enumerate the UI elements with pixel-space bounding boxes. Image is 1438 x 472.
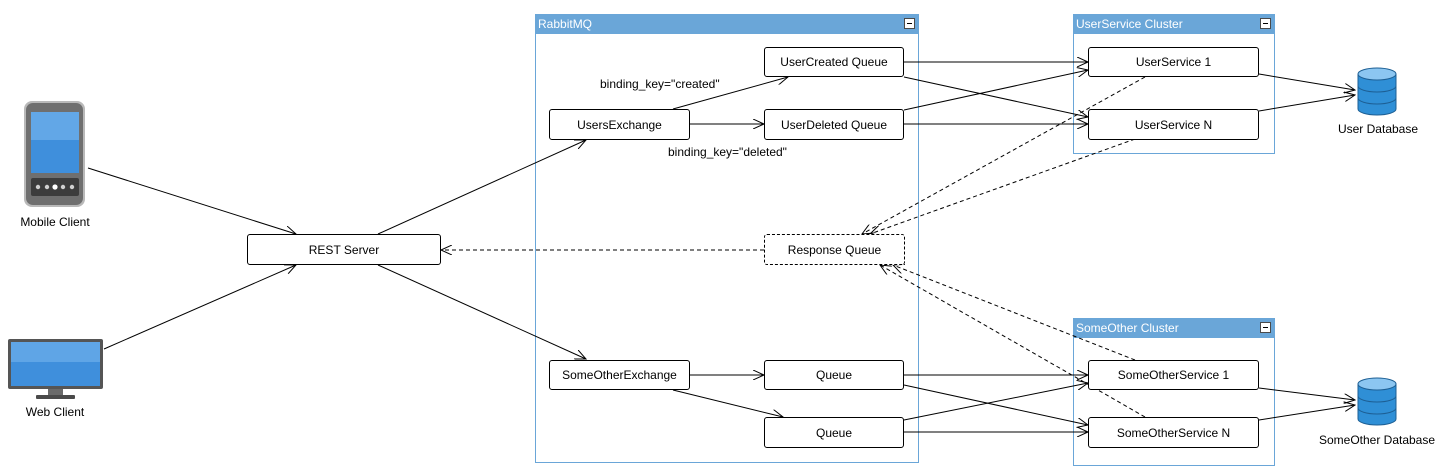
someother-cluster-collapse-button[interactable] <box>1260 322 1271 333</box>
someotherservice-n-label: SomeOtherService N <box>1116 425 1231 440</box>
users-exchange-label: UsersExchange <box>577 117 662 132</box>
edge-usercreated-to-userservicen <box>903 76 1088 117</box>
user-database-icon <box>1357 67 1397 116</box>
someother-database-icon <box>1357 377 1397 426</box>
userdeleted-queue-node[interactable]: UserDeleted Queue <box>764 109 904 140</box>
someotherservice-n-node[interactable]: SomeOtherService N <box>1088 417 1259 448</box>
edge-queue1-to-someotherservicen <box>903 384 1088 425</box>
someotherservice-1-node[interactable]: SomeOtherService 1 <box>1088 360 1259 390</box>
response-queue-node[interactable]: Response Queue <box>764 234 905 265</box>
edge-mobile-to-rest <box>87 167 296 234</box>
userdeleted-queue-label: UserDeleted Queue <box>780 117 888 132</box>
queue-node-1[interactable]: Queue <box>764 360 904 390</box>
userservice-cluster-header: UserService Cluster <box>1074 15 1274 34</box>
rabbitmq-container-title: RabbitMQ <box>538 17 593 31</box>
user-database-caption: User Database <box>1337 122 1419 136</box>
mobile-client-caption: Mobile Client <box>20 215 90 229</box>
userservice-cluster-collapse-button[interactable] <box>1260 18 1271 29</box>
users-exchange-node[interactable]: UsersExchange <box>549 109 690 140</box>
someother-exchange-node[interactable]: SomeOtherExchange <box>549 360 690 390</box>
someother-cluster-title: SomeOther Cluster <box>1076 321 1179 335</box>
edge-userdeleted-to-userservice1 <box>903 70 1088 111</box>
someotherservice-1-label: SomeOtherService 1 <box>1117 368 1230 382</box>
usercreated-queue-label: UserCreated Queue <box>780 55 888 69</box>
rest-server-node[interactable]: REST Server <box>247 234 441 265</box>
edge-web-to-rest <box>103 265 296 350</box>
binding-key-deleted-label: binding_key="deleted" <box>668 145 787 159</box>
edge-queue2-to-someotherservice1 <box>903 383 1088 421</box>
userservice-cluster-container: UserService Cluster <box>1073 14 1275 154</box>
someother-cluster-header: SomeOther Cluster <box>1074 319 1274 338</box>
userservice-1-label: UserService 1 <box>1135 55 1212 69</box>
queue-1-label: Queue <box>815 368 853 382</box>
queue-node-2[interactable]: Queue <box>764 417 904 448</box>
response-queue-label: Response Queue <box>787 242 882 257</box>
userservice-cluster-title: UserService Cluster <box>1076 17 1183 31</box>
usercreated-queue-node[interactable]: UserCreated Queue <box>764 47 904 77</box>
userservice-1-node[interactable]: UserService 1 <box>1088 47 1259 77</box>
rest-server-label: REST Server <box>308 242 380 257</box>
userservice-n-node[interactable]: UserService N <box>1088 109 1259 140</box>
rabbitmq-container-header: RabbitMQ <box>536 15 918 34</box>
rabbitmq-collapse-button[interactable] <box>904 18 915 29</box>
someother-database-caption: SomeOther Database <box>1318 433 1436 447</box>
web-client-caption: Web Client <box>25 405 85 419</box>
queue-2-label: Queue <box>815 425 853 440</box>
someother-exchange-label: SomeOtherExchange <box>562 368 677 382</box>
userservice-n-label: UserService N <box>1134 117 1213 132</box>
rabbitmq-container: RabbitMQ <box>535 14 919 463</box>
binding-key-created-label: binding_key="created" <box>600 77 720 91</box>
